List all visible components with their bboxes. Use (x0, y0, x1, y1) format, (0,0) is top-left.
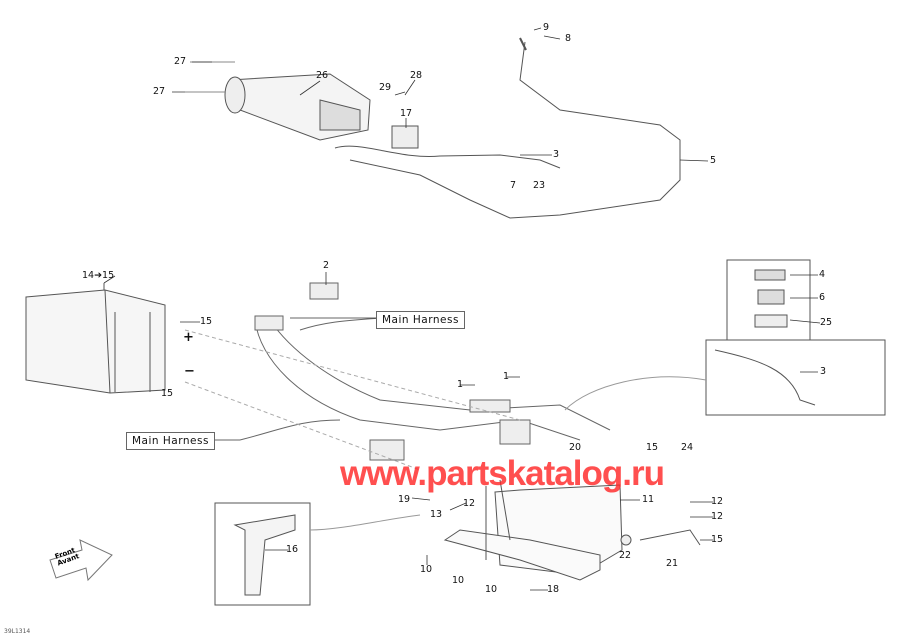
callout-12: 12 (711, 511, 724, 522)
battery-label: 14➔15 (82, 270, 115, 281)
callout-10: 10 (452, 575, 465, 586)
front-arrow-icon (49, 539, 113, 582)
bracket-16-inset (214, 502, 311, 606)
callout-23: 23 (533, 180, 546, 191)
cable-5 (349, 41, 681, 219)
callout-12: 12 (711, 496, 724, 507)
callout-6: 6 (819, 292, 826, 303)
callout-8: 8 (565, 33, 572, 44)
callout-27: 27 (174, 56, 187, 67)
callout-22: 22 (619, 550, 632, 561)
callout-24: 24 (681, 442, 694, 453)
callout-19: 19 (398, 494, 411, 505)
callout-15: 15 (200, 316, 213, 327)
callout-15: 15 (711, 534, 724, 545)
callout-3: 3 (553, 149, 560, 160)
battery-tray (443, 479, 623, 581)
callout-18: 18 (547, 584, 560, 595)
relay-17 (391, 125, 419, 149)
callout-3: 3 (820, 366, 827, 377)
battery (25, 289, 166, 394)
plus-terminal-icon: + (183, 330, 194, 345)
callout-16: 16 (286, 544, 299, 555)
callout-27: 27 (153, 86, 166, 97)
callout-20: 20 (569, 442, 582, 453)
cable-3-top (334, 145, 561, 169)
callout-15: 15 (646, 442, 659, 453)
starter-motor (185, 61, 371, 141)
callout-26: 26 (316, 70, 329, 81)
callout-10: 10 (485, 584, 498, 595)
callout-17: 17 (400, 108, 413, 119)
minus-terminal-icon: − (184, 364, 195, 379)
callout-10: 10 (420, 564, 433, 575)
callout-13: 13 (430, 509, 443, 520)
callout-5: 5 (710, 155, 717, 166)
diagram-code: 39L1314 (4, 628, 31, 635)
callout-4: 4 (819, 269, 826, 280)
callout-2: 2 (323, 260, 330, 271)
callout-9: 9 (543, 22, 550, 33)
callout-15: 15 (161, 388, 174, 399)
callout-28: 28 (410, 70, 423, 81)
callout-25: 25 (820, 317, 833, 328)
callout-21: 21 (666, 558, 679, 569)
inset-cable-3 (705, 339, 886, 416)
callout-12: 12 (463, 498, 476, 509)
watermark: www.partskatalog.ru (340, 454, 665, 493)
callout-1: 1 (457, 379, 464, 390)
main-harness-callout: Main Harness (126, 432, 215, 450)
callout-1: 1 (503, 371, 510, 382)
main-harness (239, 282, 611, 461)
callout-11: 11 (642, 494, 655, 505)
callout-7: 7 (510, 180, 517, 191)
callout-29: 29 (379, 82, 392, 93)
main-harness-callout: Main Harness (376, 311, 465, 329)
